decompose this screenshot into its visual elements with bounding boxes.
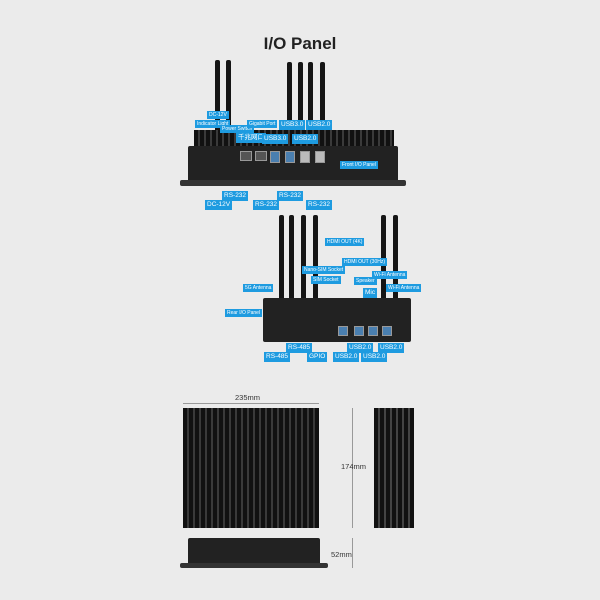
rear-label: HDMI OUT (30Hz) [342,258,388,266]
front-label: RS-232 [277,191,304,201]
front-label: 千兆网口 [236,133,266,143]
front-label: DC-12V [207,111,229,119]
width-dimension: 235mm [235,393,261,402]
rear-label: USB2.0 [361,352,388,362]
front-label: Gigabit Port [247,120,278,128]
rear-label: Nano-SIM Socket [302,266,346,274]
height-dimension: 52mm [331,550,352,559]
depth-dimension: 174mm [341,462,367,471]
page-title: I/O Panel [263,34,337,53]
side-view [374,408,414,528]
front-label: RS-232 [222,191,249,201]
rear-label: Mic [363,288,378,298]
front-label: Indicator Light [195,120,231,128]
rear-label: USB2.0 [378,343,405,353]
front-label: RS-232 [306,200,333,210]
rear-label: Wi-Fi Antenna [372,271,408,279]
rear-label: USB2.0 [333,352,360,362]
front-label: DC-12V [205,200,233,210]
rear-label: RS-485 [264,352,291,362]
front-label: RS-232 [253,200,280,210]
rear-label: Speaker [354,277,377,285]
rear-label: RS-485 [286,343,313,353]
front-label: USB3.0 [279,120,306,130]
rear-label: USB2.0 [347,343,374,353]
rear-label: Wi-Fi Antenna [386,284,422,292]
front-label: Power Switch [220,125,255,133]
rear-label: GPIO [307,352,328,362]
rear-label: HDMI OUT (4K) [325,238,365,246]
front-label: Front I/O Panel [340,161,378,169]
front-label: USB2.0 [292,134,319,144]
rear-label: 5G Antenna [243,284,274,292]
front-label: USB2.0 [306,120,333,130]
front-label: USB3.0 [262,134,289,144]
rear-label: SIM Socket [311,276,341,284]
rear-label: Rear I/O Panel [225,309,263,317]
top-view [183,408,319,528]
